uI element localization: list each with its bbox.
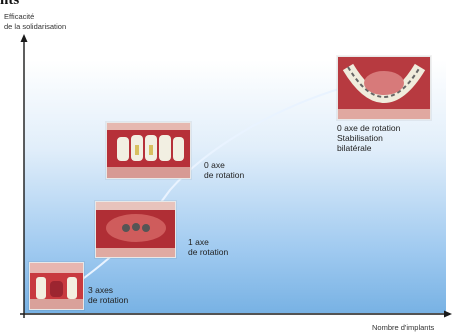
anterior-implants-photo (95, 201, 176, 258)
splinted-crowns-photo (106, 122, 191, 179)
stage-label-1-axe: 1 axe de rotation (188, 237, 228, 257)
progression-curve (58, 88, 342, 296)
y-axis-arrow (21, 34, 28, 42)
stage-label-0-axe: 0 axe de rotation (204, 160, 244, 180)
stage-label-bilateral-stabilisation: 0 axe de rotation Stabilisation bilatéra… (337, 123, 400, 153)
upper-arch-occlusal-photo (337, 56, 431, 120)
x-axis-title: Nombre d'implants (372, 323, 434, 332)
stage-label-3-axes: 3 axes de rotation (88, 285, 128, 305)
missing-front-teeth-photo (29, 262, 84, 310)
x-axis-arrow (444, 311, 452, 318)
